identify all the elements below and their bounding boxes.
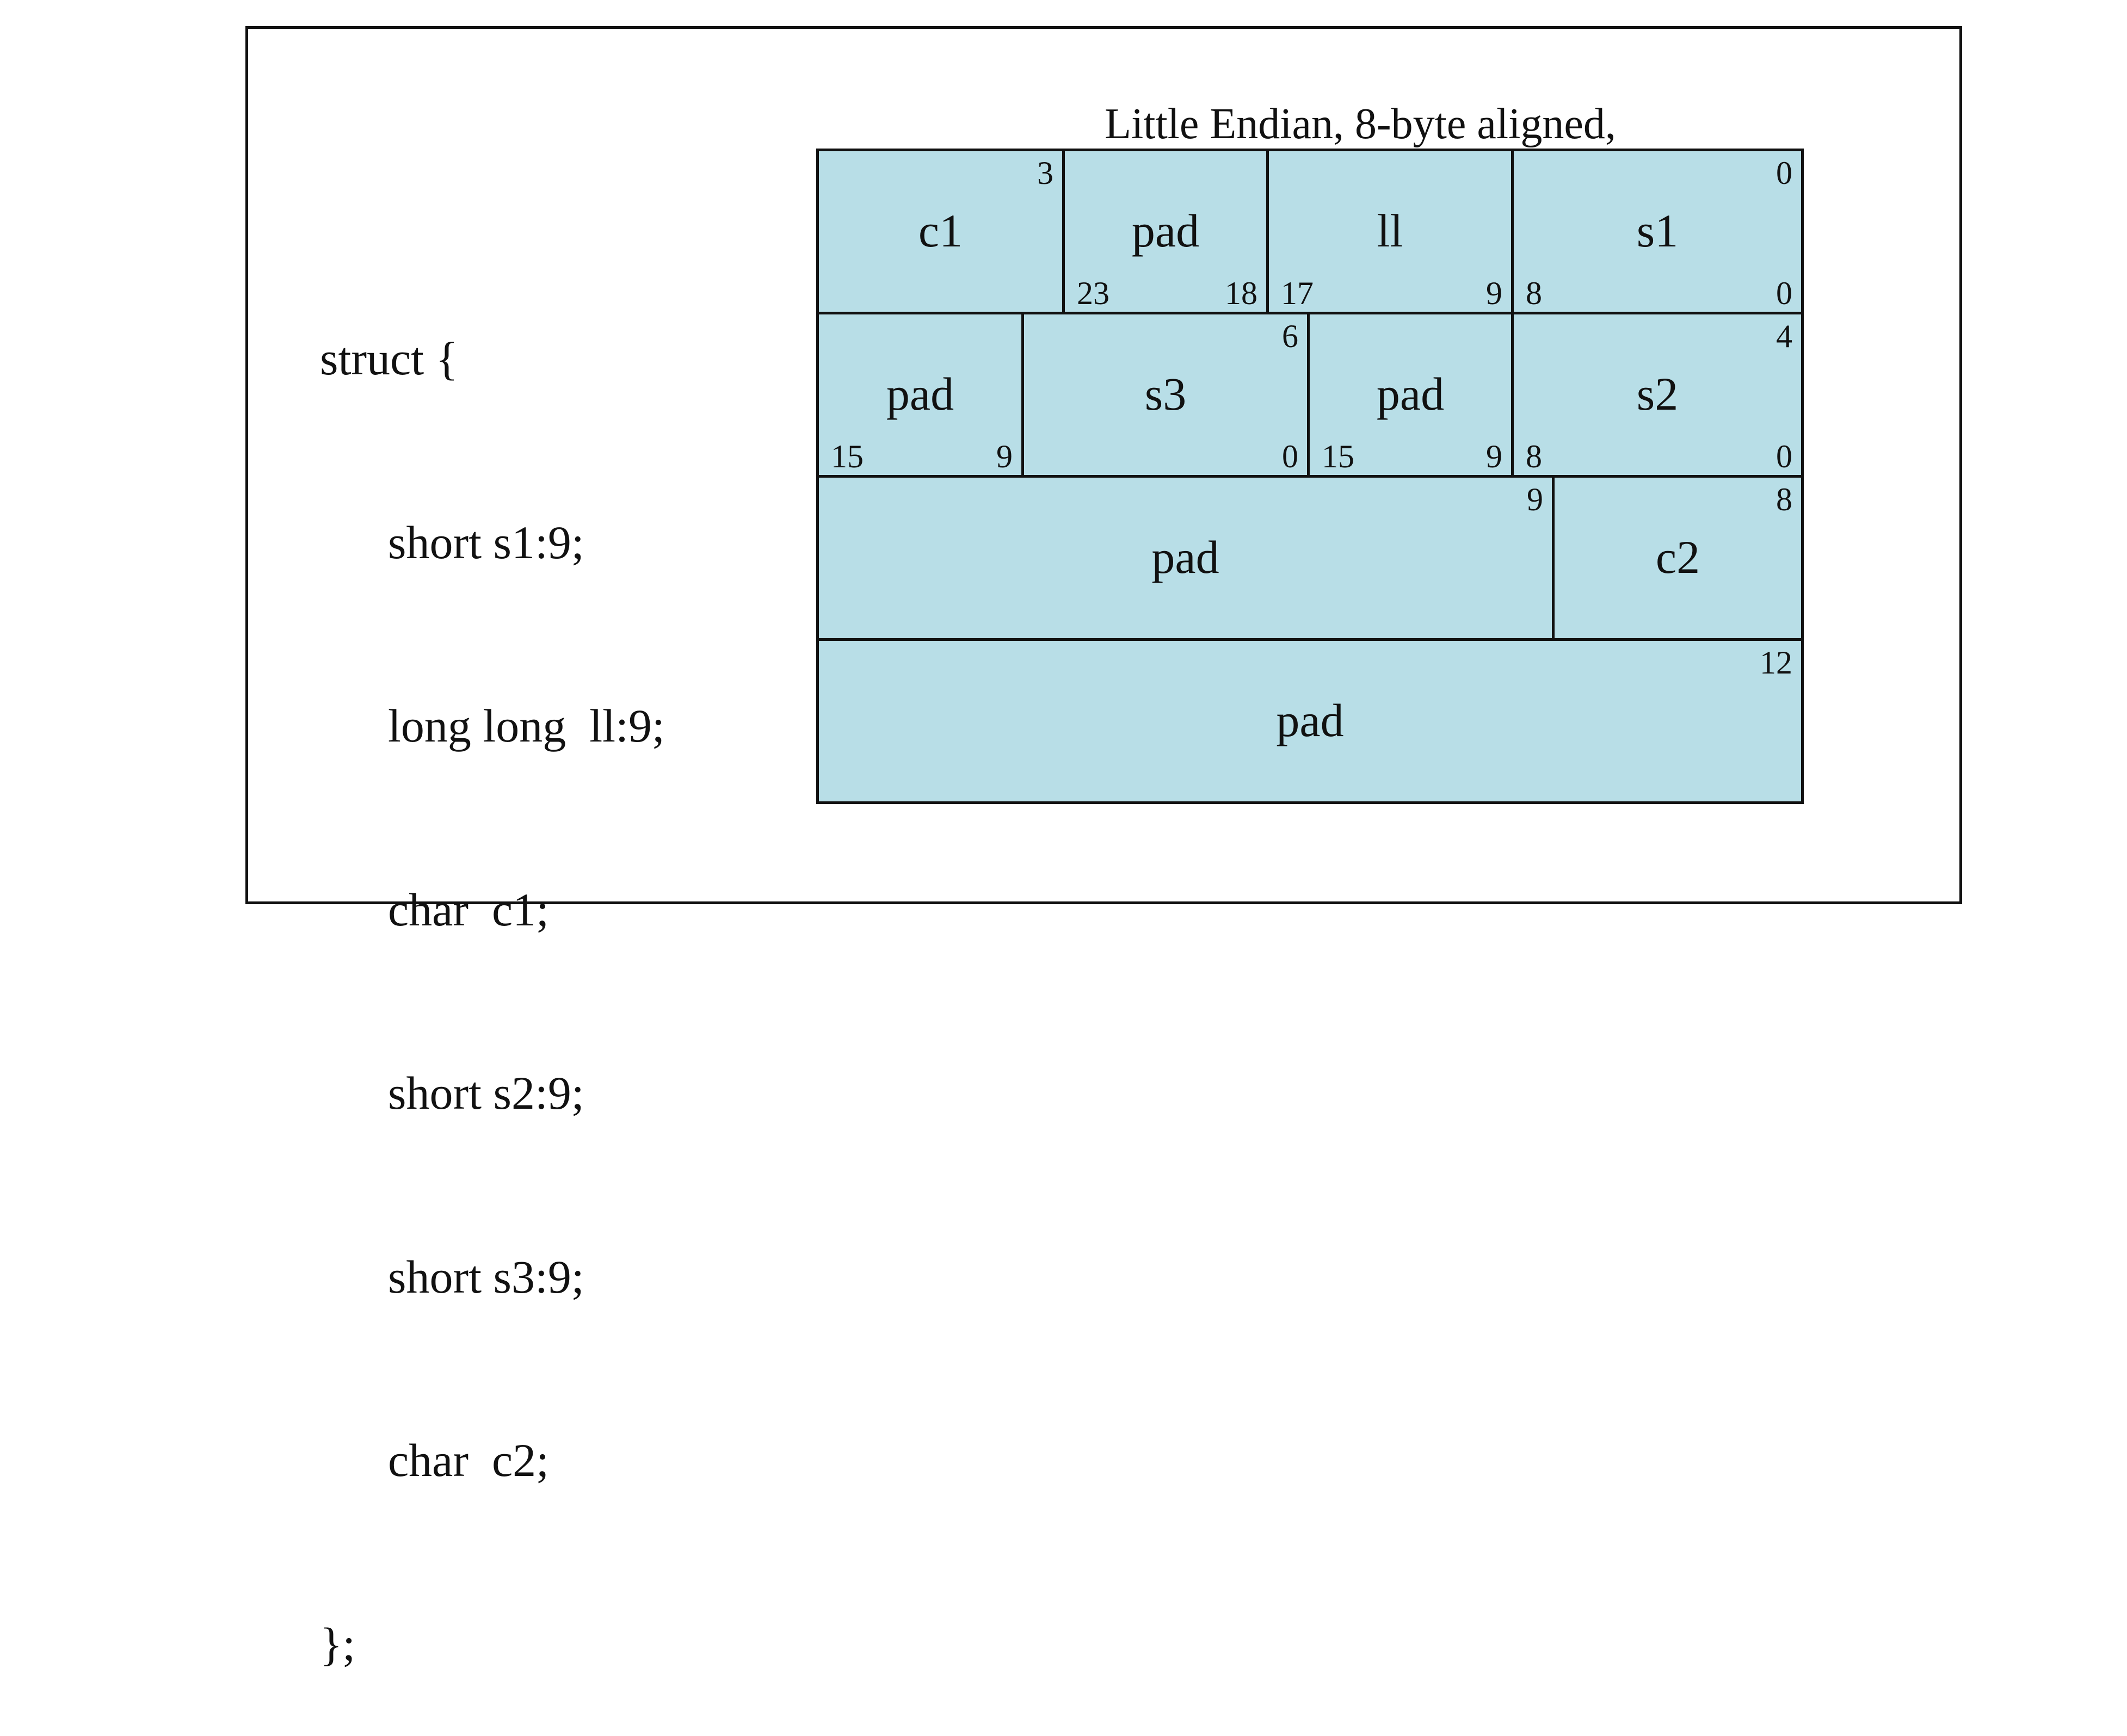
- bit-index-bottom-right: 9: [1486, 438, 1502, 474]
- field-label: ll: [1377, 204, 1403, 257]
- bit-index-top-right: 12: [1760, 645, 1792, 681]
- field-label: pad: [886, 367, 954, 420]
- field-label: s1: [1636, 204, 1679, 257]
- field-label: s3: [1144, 367, 1187, 420]
- bit-index-bottom-right: 9: [996, 438, 1013, 474]
- field-cell: pad 23 18: [1062, 149, 1269, 314]
- bit-index-bottom-left: 23: [1077, 275, 1109, 311]
- bit-index-bottom-left: 15: [831, 438, 864, 474]
- bit-index-bottom-left: 8: [1526, 275, 1542, 311]
- field-cell: c2 8: [1552, 475, 1804, 641]
- bit-index-top-right: 3: [1037, 155, 1053, 191]
- field-label: pad: [1151, 530, 1219, 583]
- bit-index-top-right: 6: [1282, 318, 1298, 354]
- code-line: short s3:9;: [388, 1250, 584, 1303]
- code-line: };: [320, 1617, 356, 1670]
- field-cell: s2 4 8 0: [1511, 312, 1804, 478]
- code-line: short s2:9;: [388, 1067, 584, 1119]
- bit-index-bottom-right: 9: [1486, 275, 1502, 311]
- field-cell: s1 0 8 0: [1511, 149, 1804, 314]
- struct-code: struct { short s1:9; long long ll:9; cha…: [320, 206, 665, 1736]
- field-cell: pad 9: [816, 475, 1555, 641]
- field-cell: ll 17 9: [1266, 149, 1514, 314]
- bit-index-top-right: 8: [1776, 481, 1792, 517]
- field-label: c2: [1655, 530, 1700, 583]
- code-line: long long ll:9;: [388, 700, 665, 752]
- bit-index-bottom-left: 15: [1322, 438, 1354, 474]
- code-line: char c2;: [388, 1434, 550, 1486]
- field-label: pad: [1131, 204, 1200, 257]
- field-cell: c1 3: [816, 149, 1065, 314]
- bit-index-top-right: 4: [1776, 318, 1792, 354]
- field-cell: pad 15 9: [1307, 312, 1514, 478]
- field-cell: pad 15 9: [816, 312, 1024, 478]
- bit-index-bottom-right: 18: [1225, 275, 1257, 311]
- memory-layout-grid: c1 3 pad 23 18 ll 17 9 s1 0 8 0 pad 15 9 s3 6 0 pad 15 9 s2 4 8…: [816, 149, 1804, 804]
- bit-index-bottom-right: 0: [1776, 275, 1792, 311]
- code-line: char c1;: [388, 883, 550, 936]
- bit-index-bottom-right: 0: [1282, 438, 1298, 474]
- bit-index-top-right: 9: [1527, 481, 1543, 517]
- bit-index-bottom-right: 0: [1776, 438, 1792, 474]
- bit-index-bottom-left: 8: [1526, 438, 1542, 474]
- field-label: pad: [1276, 694, 1344, 746]
- field-cell: pad 12: [816, 638, 1804, 804]
- bit-index-top-right: 0: [1776, 155, 1792, 191]
- field-label: pad: [1376, 367, 1445, 420]
- code-line: short s1:9;: [388, 516, 584, 569]
- field-label: c1: [918, 204, 963, 257]
- layout-title: Little Endian, 8-byte aligned,: [1105, 100, 1616, 148]
- field-cell: s3 6 0: [1021, 312, 1310, 478]
- code-line: struct {: [320, 332, 458, 385]
- field-label: s2: [1636, 367, 1679, 420]
- diagram-frame: [245, 26, 1962, 904]
- bit-index-bottom-left: 17: [1281, 275, 1314, 311]
